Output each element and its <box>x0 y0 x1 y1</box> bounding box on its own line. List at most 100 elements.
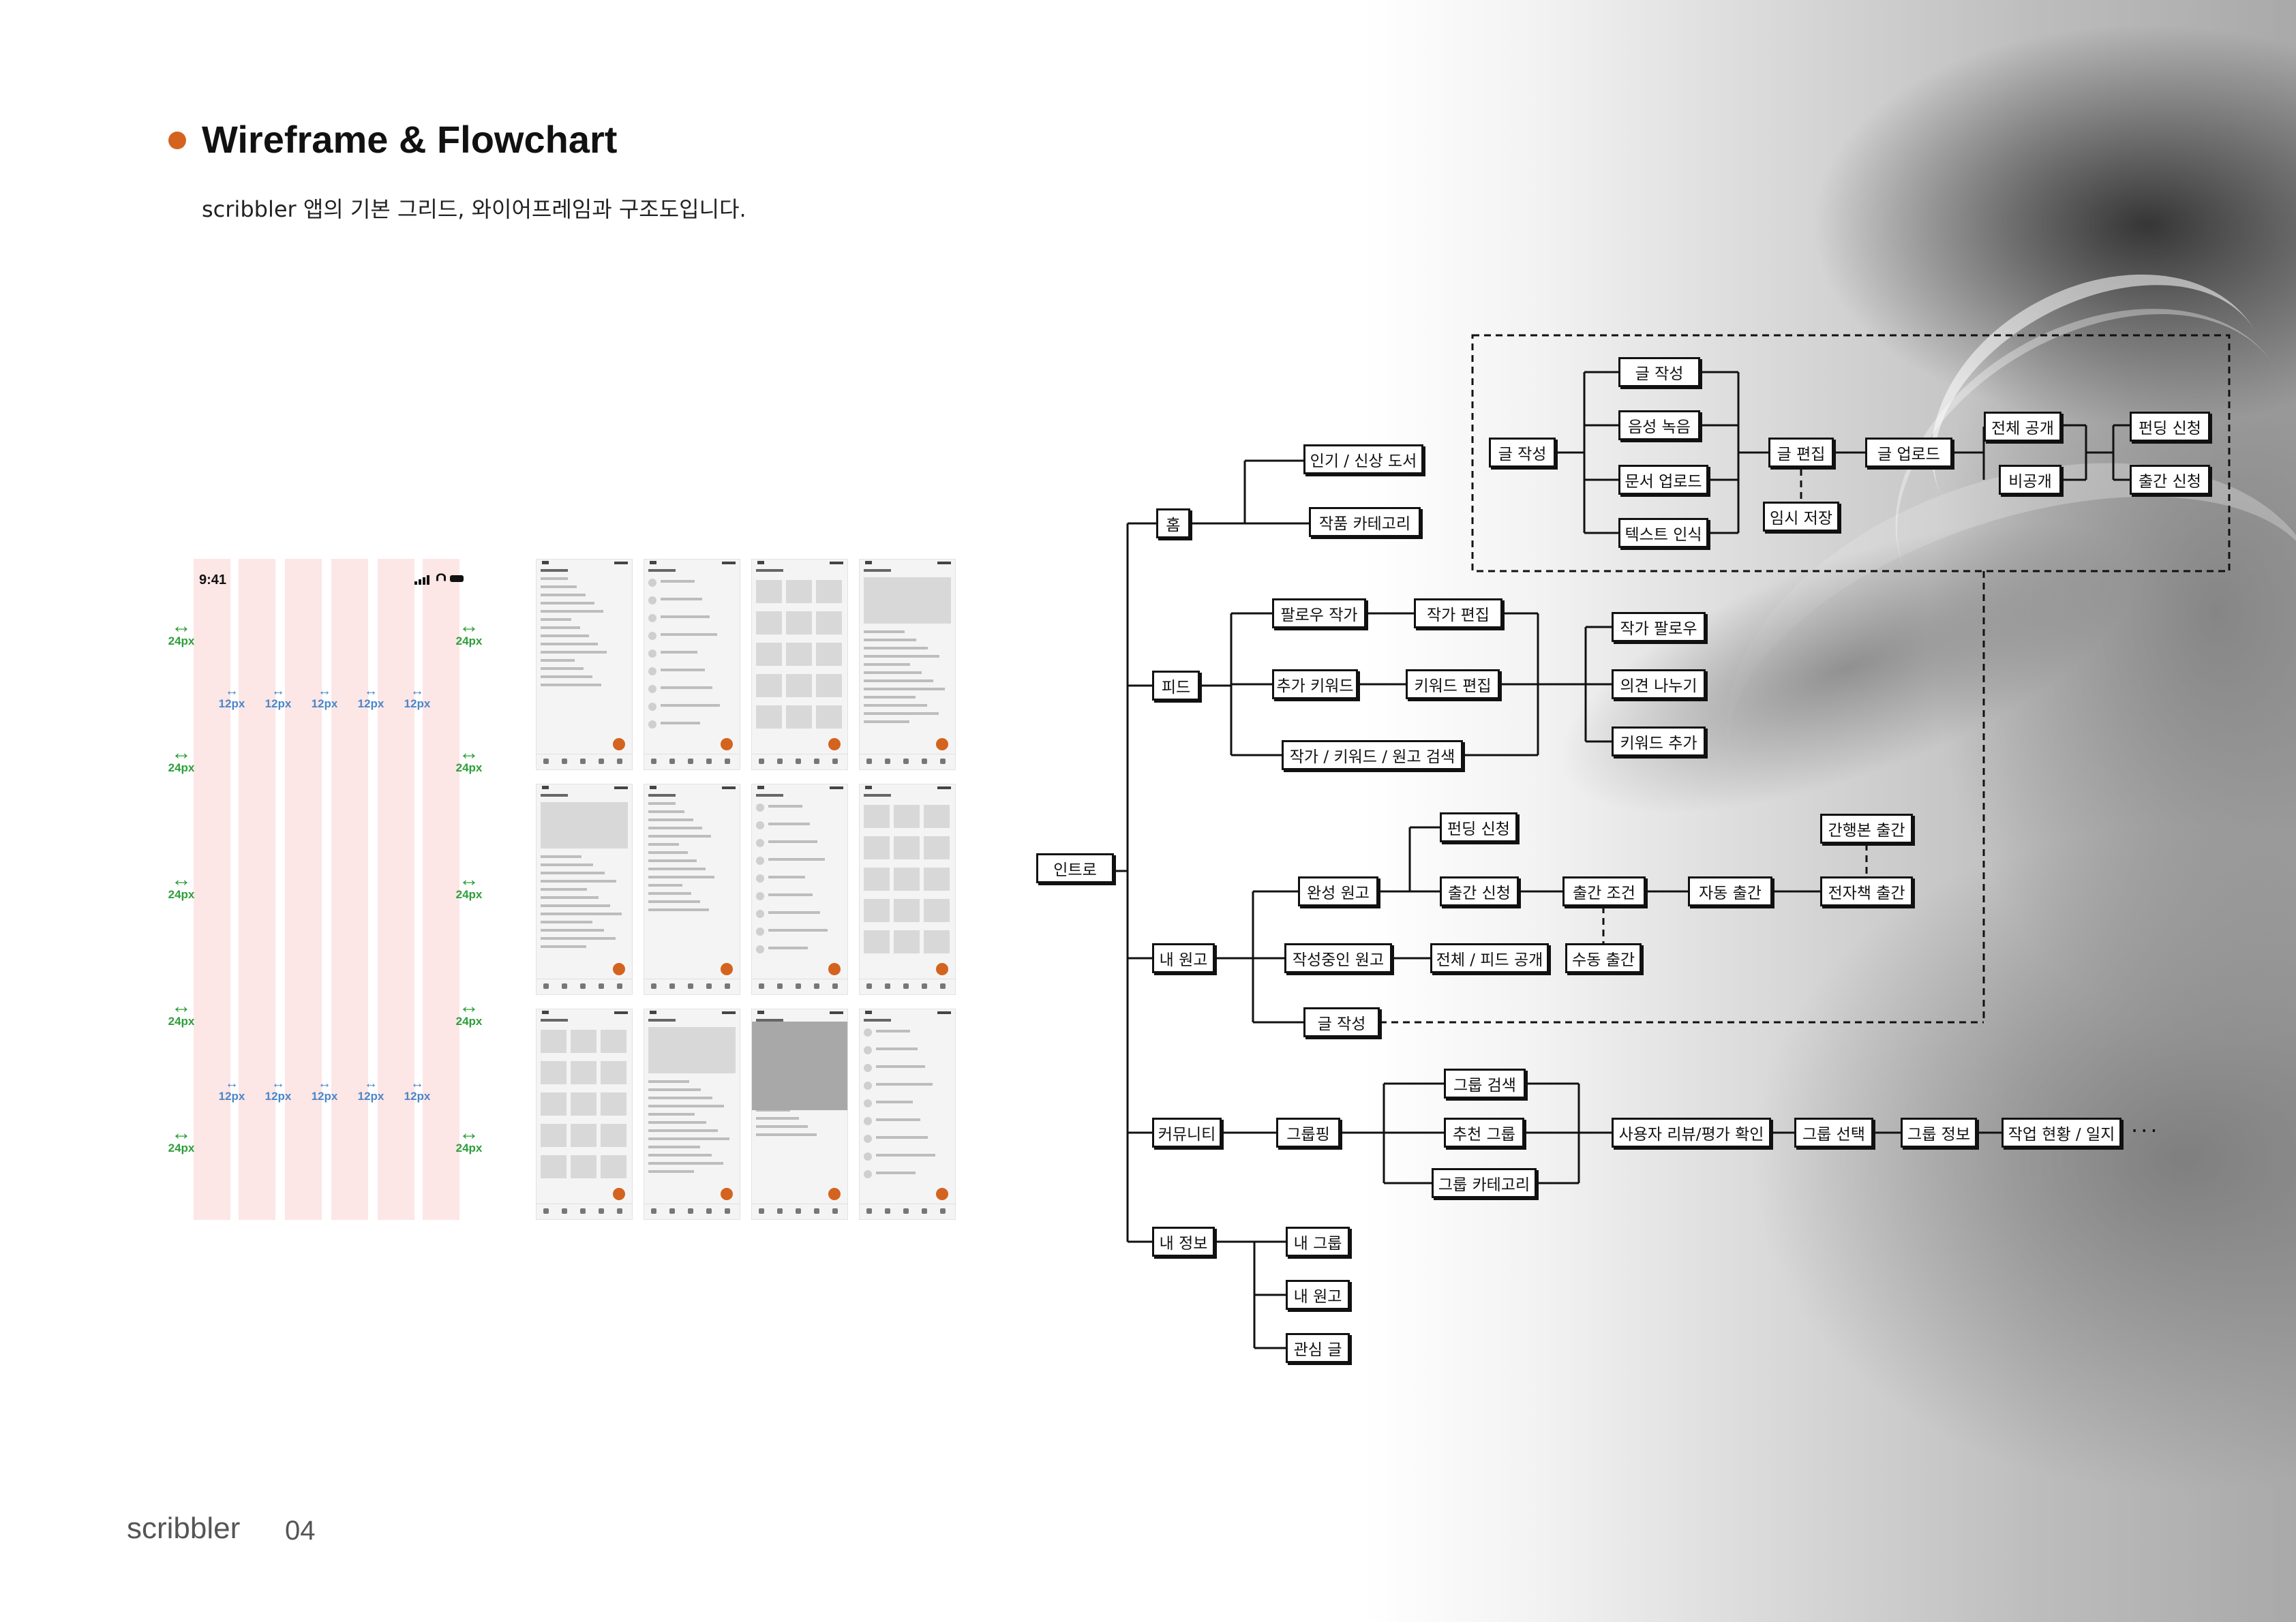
avatar <box>756 945 764 953</box>
flow-node-edit-writer: 작가 편집 <box>1414 598 1502 628</box>
wireframe-screen <box>536 559 633 770</box>
grid-tile <box>924 868 950 891</box>
flow-node-keyword-add: 키워드 추가 <box>1612 726 1706 756</box>
gutter-label: ↔12px <box>404 684 431 710</box>
grid-tile <box>924 930 950 953</box>
text-line <box>864 663 910 666</box>
bottom-nav <box>860 979 955 994</box>
flow-node-category: 작품 카테고리 <box>1309 507 1421 537</box>
grid-tile <box>786 674 812 697</box>
text-line <box>541 626 580 629</box>
hero-block <box>648 1027 736 1073</box>
flow-node-group-select: 그룹 선택 <box>1794 1118 1873 1148</box>
gutter-label: ↔12px <box>218 1076 245 1103</box>
flow-node-my-group: 내 그룹 <box>1286 1227 1350 1257</box>
text-line <box>768 805 802 808</box>
text-line <box>648 810 684 813</box>
text-line <box>648 1154 712 1157</box>
grid-tile <box>864 899 890 922</box>
title-bullet-dot <box>168 132 186 149</box>
grid-tile <box>601 1061 626 1084</box>
avatar <box>756 857 764 865</box>
screen-header <box>756 569 783 572</box>
bottom-nav <box>644 979 740 994</box>
flow-node-public-feed: 전체 / 피드 공개 <box>1430 943 1549 973</box>
grid-tile <box>924 836 950 859</box>
wireframe-screen <box>536 1009 633 1220</box>
flow-node-group-category: 그룹 카테고리 <box>1432 1168 1537 1198</box>
wireframe-screen <box>859 1009 956 1220</box>
flow-node-publish-apply: 출간 신청 <box>1440 876 1519 906</box>
screen-header <box>541 1019 568 1022</box>
flow-node-auto-publish: 자동 출간 <box>1688 876 1772 906</box>
avatar <box>648 667 656 675</box>
margin-label-right: ↔24px <box>455 1122 483 1154</box>
text-line <box>876 1047 918 1050</box>
flow-node-publish-apply-top: 출간 신청 <box>2130 465 2210 495</box>
flow-node-public-all: 전체 공개 <box>1984 412 2061 442</box>
status-bar <box>752 1009 847 1016</box>
flow-node-group-search: 그룹 검색 <box>1444 1069 1526 1099</box>
avatar <box>648 579 656 587</box>
text-line <box>864 696 916 699</box>
grid-tile <box>924 899 950 922</box>
avatar <box>864 1117 872 1125</box>
text-line <box>541 863 593 866</box>
text-line <box>648 818 693 821</box>
text-line <box>661 598 702 600</box>
gutter-label: ↔12px <box>357 684 384 710</box>
page-subtitle: scribbler 앱의 기본 그리드, 와이어프레임과 구조도입니다. <box>202 196 746 222</box>
text-line <box>864 679 933 682</box>
flow-node-work-status: 작업 현황 / 일지 <box>2002 1118 2121 1148</box>
text-line <box>541 618 571 621</box>
status-bar <box>644 1009 740 1016</box>
grid-column <box>194 559 230 1220</box>
flow-node-edit-post: 글 편집 <box>1768 438 1834 468</box>
wireframe-screen <box>536 784 633 995</box>
text-line <box>756 1133 817 1136</box>
wireframe-screen <box>751 559 848 770</box>
battery-icon <box>450 575 464 582</box>
wireframe-thumbnails <box>536 559 958 1220</box>
wireframe-screen <box>644 559 740 770</box>
text-line <box>876 1030 910 1032</box>
flow-node-private: 비공개 <box>1999 465 2061 495</box>
text-line <box>864 720 909 723</box>
status-bar <box>537 1009 632 1016</box>
margin-label-right: ↔24px <box>455 615 483 647</box>
text-line <box>768 823 810 825</box>
bottom-nav <box>752 1204 847 1219</box>
flow-node-interest-post: 관심 글 <box>1286 1333 1350 1363</box>
flow-node-ebook-publish: 전자책 출간 <box>1820 876 1913 906</box>
text-line <box>648 908 709 911</box>
grid-tile <box>541 1092 567 1116</box>
text-line <box>648 1121 706 1124</box>
margin-label-right: ↔24px <box>455 995 483 1028</box>
text-line <box>864 704 927 707</box>
wifi-icon <box>436 573 446 581</box>
text-line <box>864 630 905 633</box>
compose-fab-icon <box>828 1188 841 1200</box>
text-line <box>541 577 568 580</box>
bottom-nav <box>752 979 847 994</box>
compose-fab-icon <box>721 1188 733 1200</box>
grid-tile <box>571 1092 596 1116</box>
flow-node-search: 작가 / 키워드 / 원고 검색 <box>1282 740 1463 770</box>
grid-tile <box>541 1124 567 1147</box>
compose-fab-icon <box>828 738 841 750</box>
avatar <box>756 928 764 936</box>
status-bar <box>752 560 847 566</box>
text-line <box>541 643 598 645</box>
wireframe-screen <box>644 784 740 995</box>
gutter-label: ↔12px <box>357 1076 384 1103</box>
grid-tile <box>816 611 842 634</box>
flow-node-ocr: 텍스트 인식 <box>1618 518 1708 548</box>
screen-header <box>864 794 891 797</box>
grid-tile <box>601 1155 626 1178</box>
avatar <box>864 1064 872 1072</box>
grid-column <box>331 559 368 1220</box>
margin-label-right: ↔24px <box>455 741 483 774</box>
text-line <box>864 655 939 658</box>
text-line <box>756 1109 790 1112</box>
